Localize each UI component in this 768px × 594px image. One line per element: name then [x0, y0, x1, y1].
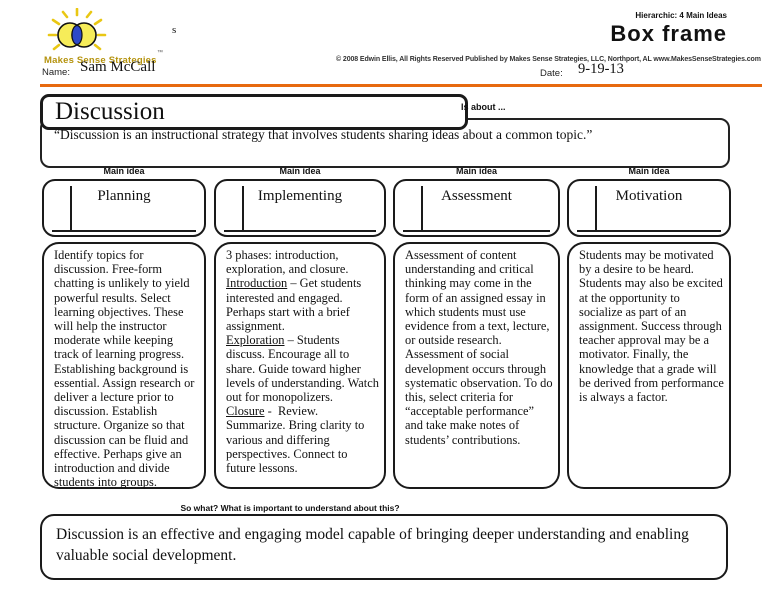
detail-box[interactable]: Assessment of content understanding and … — [393, 242, 560, 489]
copyright-line: © 2008 Edwin Ellis, All Rights Reserved … — [336, 56, 761, 63]
main-idea-box[interactable]: Motivation — [567, 179, 731, 237]
column-assessment: Main idea Assessment Assessment of conte… — [393, 166, 560, 489]
main-idea-bottom-line — [403, 230, 550, 232]
main-idea-left-line — [242, 186, 244, 230]
main-idea-left-line — [70, 186, 72, 230]
main-idea-box[interactable]: Assessment — [393, 179, 560, 237]
main-idea-title[interactable]: Implementing — [257, 188, 343, 204]
main-idea-left-line — [421, 186, 423, 230]
main-idea-label: Main idea — [455, 166, 497, 176]
hierarchic-label: Hierarchic: 4 Main Ideas — [635, 11, 727, 20]
header-divider — [40, 84, 762, 87]
name-field[interactable]: Sam McCall — [80, 59, 156, 75]
main-idea-left-line — [595, 186, 597, 230]
detail-box[interactable]: Identify topics for discussion. Free-for… — [42, 242, 206, 489]
detail-text[interactable]: Identify topics for discussion. Free-for… — [54, 248, 198, 490]
main-idea-bottom-line — [577, 230, 721, 232]
main-idea-bottom-line — [224, 230, 376, 232]
name-label: Name: — [42, 67, 70, 78]
summary-box[interactable]: Discussion is an effective and engaging … — [40, 514, 728, 580]
is-about-label: Is about ... — [461, 102, 506, 112]
summary-text[interactable]: Discussion is an effective and engaging … — [56, 526, 689, 564]
main-idea-box[interactable]: Planning — [42, 179, 206, 237]
template-title: Box frame — [610, 21, 727, 46]
main-idea-title[interactable]: Assessment — [441, 188, 512, 204]
date-label: Date: — [540, 68, 563, 79]
trademark-symbol: ™ — [157, 50, 163, 56]
main-idea-label: Main idea — [279, 166, 321, 176]
brand-name: Makes Sense Strategies — [44, 55, 157, 66]
main-idea-label: Main idea — [103, 166, 145, 176]
detail-text[interactable]: Assessment of content understanding and … — [405, 248, 556, 447]
date-field[interactable]: 9-19-13 — [578, 61, 624, 77]
main-idea-bottom-line — [52, 230, 196, 232]
column-implementing: Main idea Implementing 3 phases: introdu… — [214, 166, 386, 489]
detail-box[interactable]: Students may be motivated by a desire to… — [567, 242, 731, 489]
main-idea-title[interactable]: Motivation — [615, 188, 683, 204]
detail-text[interactable]: Students may be motivated by a desire to… — [579, 248, 727, 405]
detail-box[interactable]: 3 phases: introduction, exploration, and… — [214, 242, 386, 489]
topic-box[interactable]: Discussion — [40, 94, 468, 130]
column-motivation: Main idea Motivation Students may be mot… — [567, 166, 731, 489]
main-idea-box[interactable]: Implementing — [214, 179, 386, 237]
main-idea-title[interactable]: Planning — [97, 188, 151, 204]
so-what-prompt: So what? What is important to understand… — [180, 503, 400, 513]
definition-text[interactable]: “Discussion is an instructional strategy… — [54, 127, 593, 142]
logo-sun-icon — [47, 8, 107, 51]
stray-character: s — [172, 24, 177, 36]
column-planning: Main idea Planning Identify topics for d… — [42, 166, 206, 489]
detail-text[interactable]: 3 phases: introduction, exploration, and… — [226, 248, 379, 476]
topic-title[interactable]: Discussion — [55, 98, 165, 125]
main-idea-label: Main idea — [628, 166, 670, 176]
